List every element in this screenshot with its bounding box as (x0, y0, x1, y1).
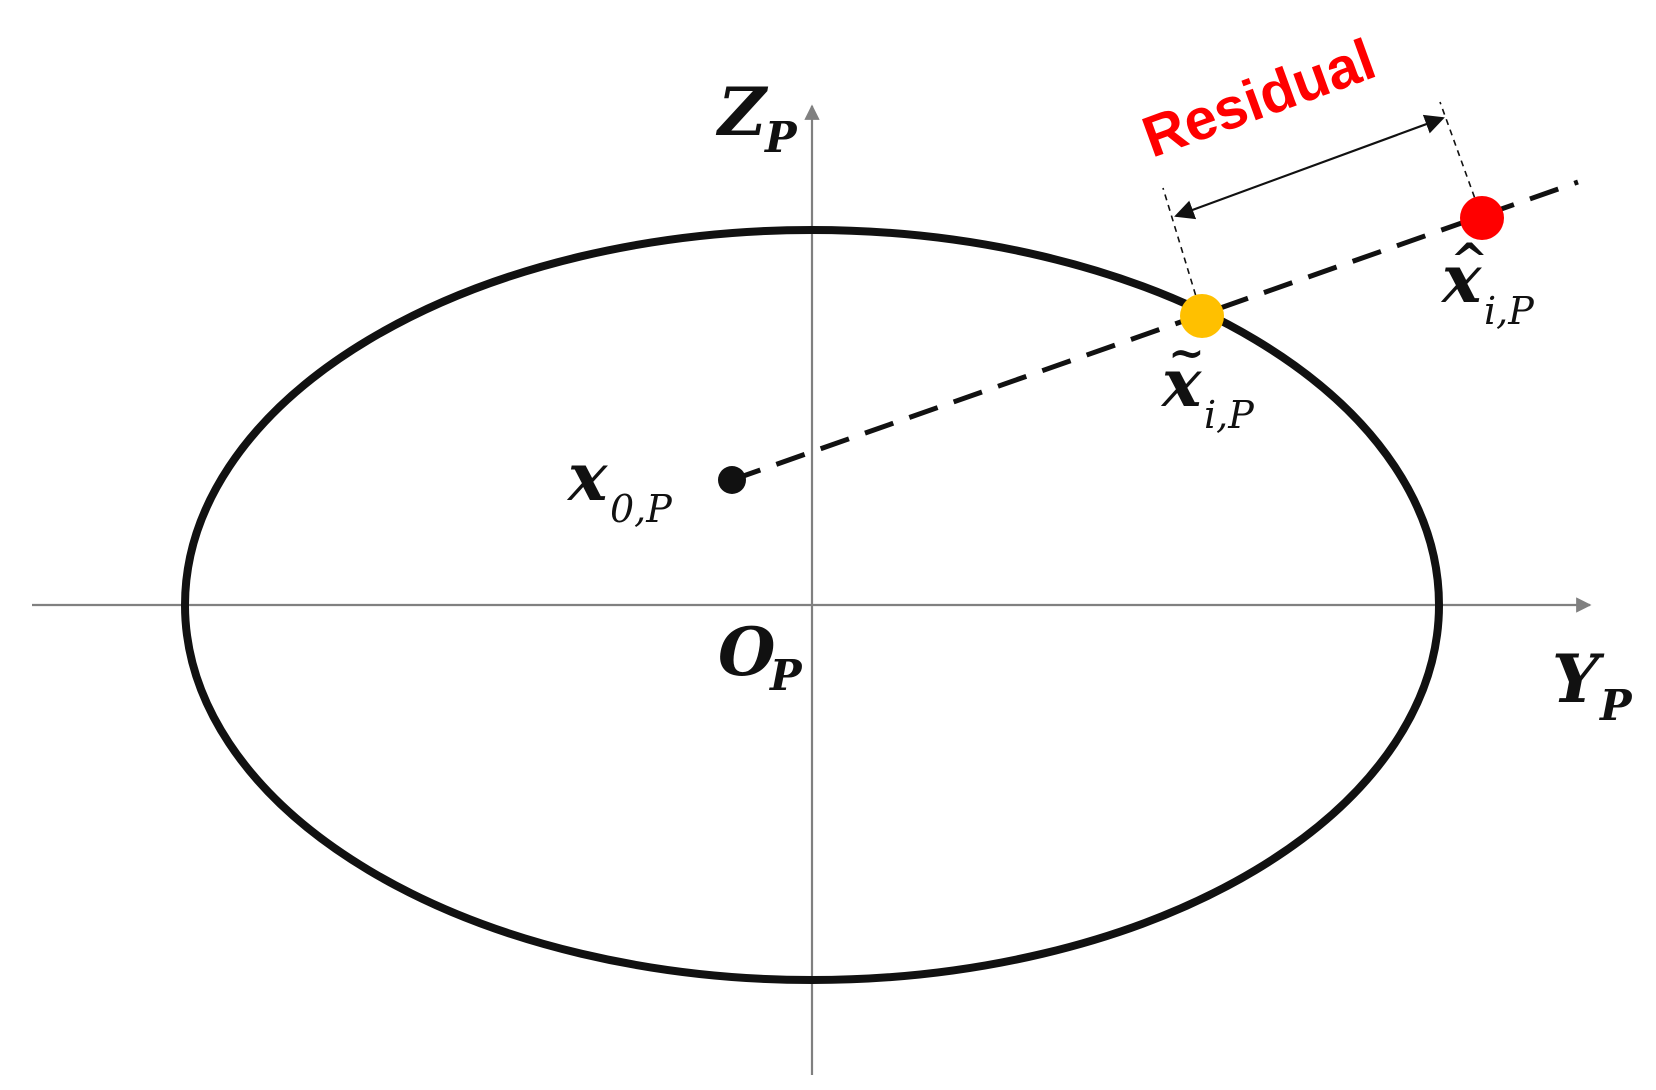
x-tilde-label: x ~ i,P (1160, 328, 1255, 437)
x0-point (718, 466, 746, 494)
residual-extension-left (1162, 187, 1203, 317)
svg-text:i,P: i,P (1484, 289, 1535, 333)
dashed-ray-line (731, 179, 1579, 483)
svg-text:P: P (769, 651, 803, 700)
svg-text:i,P: i,P (1204, 393, 1255, 437)
residual-dimension-arrow (1174, 114, 1445, 220)
svg-text:x: x (1160, 344, 1202, 422)
svg-text:^: ^ (1450, 233, 1489, 287)
x-hat-label: x ^ i,P (1440, 233, 1535, 333)
residual-label: Residual (1134, 26, 1383, 170)
ellipse-outline (181, 226, 1443, 984)
svg-text:0,P: 0,P (610, 487, 673, 531)
x0-label: x 0,P (566, 438, 673, 531)
svg-text:x: x (1440, 240, 1482, 318)
svg-text:~: ~ (1168, 328, 1205, 379)
svg-text:P: P (1599, 681, 1633, 730)
svg-text:Z: Z (715, 73, 769, 151)
x-tilde-point (1180, 294, 1224, 338)
svg-text:Y: Y (1552, 640, 1605, 718)
z-axis-label: Z P (715, 73, 798, 162)
svg-text:O: O (718, 613, 776, 691)
svg-text:P: P (764, 113, 798, 162)
residual-extension-right (1439, 101, 1483, 219)
origin-label: O P (718, 613, 803, 700)
y-axis-label: Y P (1552, 640, 1633, 730)
x-hat-point (1460, 196, 1504, 240)
svg-text:x: x (566, 438, 608, 516)
